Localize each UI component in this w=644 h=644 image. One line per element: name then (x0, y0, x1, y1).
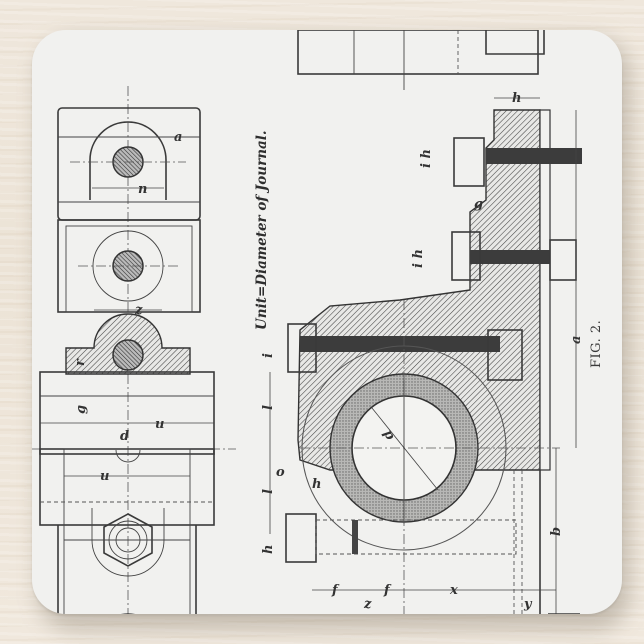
svg-text:f: f (331, 583, 340, 598)
svg-text:u: u (155, 417, 164, 432)
svg-text:g: g (74, 405, 89, 414)
svg-text:f: f (383, 583, 392, 598)
svg-text:n: n (138, 182, 147, 197)
svg-text:h: h (261, 545, 276, 554)
svg-text:z: z (363, 597, 372, 612)
svg-text:l: l (261, 489, 276, 494)
svg-text:r: r (73, 358, 88, 366)
svg-text:a: a (174, 130, 182, 145)
svg-text:g: g (474, 197, 483, 212)
left-view: a n z r u g d u (32, 86, 236, 614)
right-view: p h i h g i h i l o l h h a b FIG. 2. f … (261, 30, 604, 614)
svg-text:d: d (120, 429, 129, 444)
engineering-drawing: a n z r u g d u (32, 30, 604, 614)
svg-text:x: x (449, 583, 458, 598)
figure-label: FIG. 2. (589, 320, 604, 368)
svg-text:h: h (312, 477, 321, 492)
svg-text:i h: i h (411, 249, 426, 268)
coaster: a n z r u g d u (32, 30, 622, 614)
svg-text:i h: i h (419, 149, 434, 168)
svg-text:u: u (100, 469, 109, 484)
svg-text:y: y (523, 597, 533, 612)
drawing-title: Unit=Diameter of Journal. (254, 130, 270, 330)
svg-text:z: z (134, 303, 143, 318)
svg-text:l: l (261, 405, 276, 410)
svg-text:h: h (512, 91, 521, 106)
svg-text:a: a (569, 336, 584, 344)
svg-text:i: i (261, 353, 276, 358)
svg-text:o: o (276, 465, 285, 480)
svg-text:b: b (549, 527, 564, 536)
